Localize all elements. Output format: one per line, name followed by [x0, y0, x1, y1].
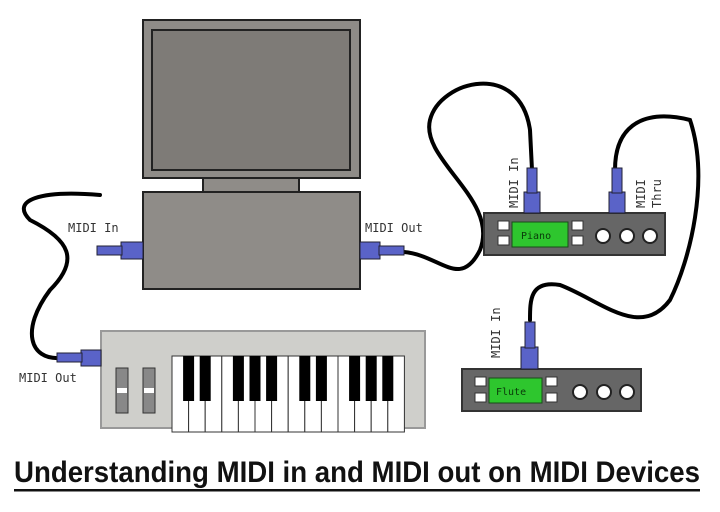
slider-2-handle[interactable]: [144, 388, 154, 393]
flute-module: [461, 368, 642, 412]
keyboard-midi-out-connector: [56, 349, 102, 367]
black-key[interactable]: [249, 356, 261, 401]
black-key[interactable]: [382, 356, 394, 401]
title-underline: [14, 489, 700, 492]
black-key[interactable]: [349, 356, 361, 401]
black-key[interactable]: [315, 356, 327, 401]
black-key[interactable]: [266, 356, 278, 401]
black-key[interactable]: [183, 356, 195, 401]
slider-1-handle[interactable]: [117, 388, 127, 393]
black-key[interactable]: [199, 356, 211, 401]
cable-piano-thru-to-flute: [528, 114, 701, 322]
cable-keyboard-to-computer: [21, 191, 102, 361]
black-key[interactable]: [232, 356, 244, 401]
computer-midi-out-label: MIDI Out: [365, 221, 423, 235]
cable-computer-to-piano: [402, 81, 534, 271]
computer-base: [142, 191, 361, 290]
piano-module: [483, 212, 666, 256]
midi-in-connector: [96, 241, 144, 260]
computer-midi-in-label: MIDI In: [68, 221, 119, 235]
black-key[interactable]: [365, 356, 377, 401]
page-title: Understanding MIDI in and MIDI out on MI…: [14, 456, 700, 489]
flute-display: Flute: [496, 387, 526, 398]
piano-display: Piano: [521, 231, 551, 242]
black-key[interactable]: [299, 356, 311, 401]
piano-keys: [171, 355, 405, 433]
piano-midi-thru-label-1: MIDI: [634, 179, 648, 208]
keyboard-midi-out-label: MIDI Out: [19, 371, 77, 385]
flute-midi-in-connector: [520, 321, 539, 370]
midi-out-connector: [359, 241, 405, 260]
piano-midi-in-connector: [523, 167, 541, 214]
flute-midi-in-label: MIDI In: [489, 307, 503, 358]
piano-midi-thru-connector: [608, 167, 626, 214]
computer-monitor: [142, 19, 361, 193]
piano-midi-in-label: MIDI In: [507, 157, 521, 208]
piano-midi-thru-label-2: Thru: [650, 179, 664, 208]
